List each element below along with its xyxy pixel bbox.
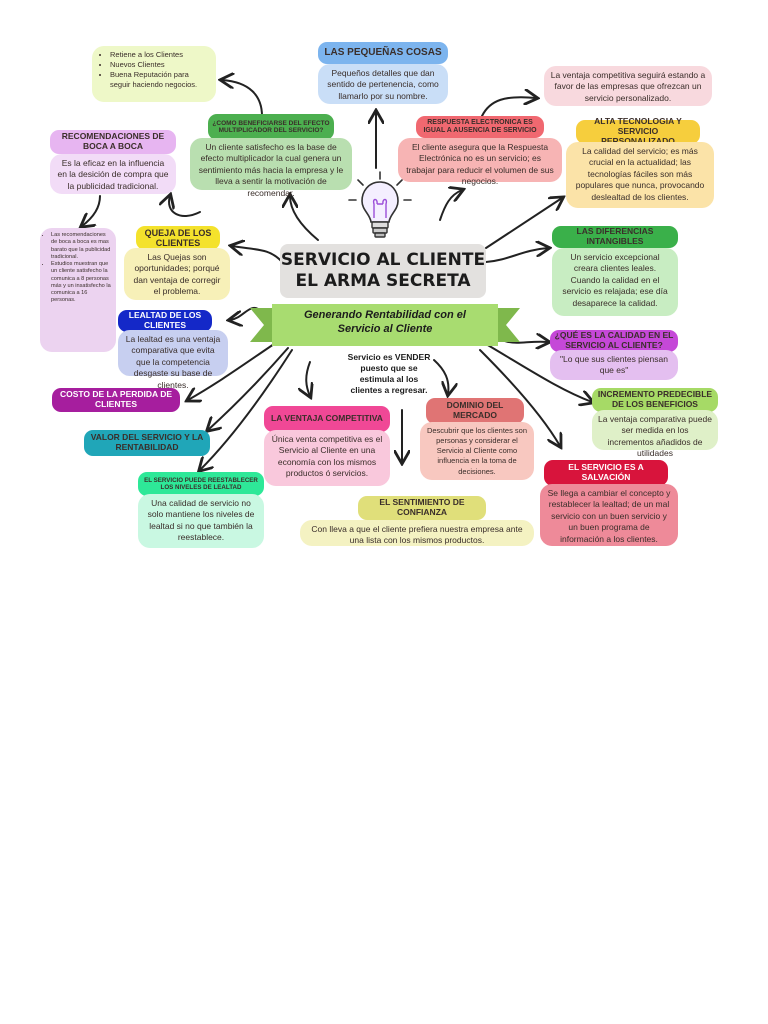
subtitle-line2: Servicio al Cliente (337, 323, 433, 336)
arrow-to-beneficiarse (290, 196, 319, 241)
queja-text: Las Quejas son oportunidades; porqué dan… (124, 248, 230, 300)
sentimiento-text: Con lleva a que el cliente prefiera nues… (300, 520, 534, 546)
dominio-header: DOMINIO DEL MERCADO (426, 398, 524, 424)
side-notes-box: Las recomendaciones de boca a boca es ma… (40, 228, 116, 352)
arrow-to-respuesta (439, 190, 462, 221)
retiene-item: Retiene a los Clientes (110, 50, 210, 60)
alta-tec-text: La calidad del servicio; es más crucial … (566, 142, 714, 208)
side-note-item: Estudios muestran que un cliente satisfe… (51, 261, 113, 305)
retiene-list: Retiene a los Clientes Nuevos Clientes B… (98, 50, 210, 91)
mind-map: SERVICIO AL CLIENTE EL ARMA SECRETA Gene… (0, 0, 768, 600)
retiene-box: Retiene a los Clientes Nuevos Clientes B… (92, 46, 216, 102)
costo-header: COSTO DE LA PERDIDA DE CLIENTES (52, 388, 180, 412)
retiene-item: Nuevos Clientes (110, 60, 210, 70)
salvacion-text: Se llega a cambiar el concepto y restabl… (540, 484, 678, 546)
center-note-line4: clientes a regresar. (350, 385, 428, 396)
respuesta-header: RESPUESTA ELECTRONICA ES IGUAL A AUSENCI… (416, 116, 544, 138)
center-note-line2: puesto que se (360, 363, 418, 374)
side-notes-list: Las recomendaciones de boca a boca es ma… (43, 232, 113, 305)
salvacion-header: EL SERVICIO ES A SALVACIÓN (544, 460, 668, 486)
arrow-to-ventaja-top (481, 97, 536, 117)
subtitle-line1: Generando Rentabilidad con el (304, 309, 466, 321)
main-title-line1: SERVICIO AL CLIENTE (280, 249, 486, 270)
ventaja-comp-text: Única venta competitiva es el Servicio a… (264, 430, 390, 486)
center-note-line3: estimula al los (359, 374, 419, 385)
lightbulb-icon (348, 171, 412, 238)
restablecer-text: Una calidad de servicio no solo mantiene… (138, 494, 264, 548)
lealtad-header: LEALTAD DE LOS CLIENTES (118, 310, 212, 332)
diferencias-header: LAS DIFERENCIAS INTANGIBLES (552, 226, 678, 248)
center-note: Servicio es VENDER puesto que se estimul… (334, 352, 444, 396)
pequenas-header: LAS PEQUEÑAS COSAS (318, 42, 448, 64)
calidad-text: "Lo que sus clientes piensan que es" (550, 350, 678, 380)
arrow-to-incremento (485, 343, 592, 402)
arrow-to-salvacion (479, 349, 560, 446)
dominio-text: Descubrir que los clientes son personas … (420, 422, 534, 480)
ventaja-top-text: La ventaja competitiva seguirá estando a… (544, 66, 712, 106)
side-note-item: Las recomendaciones de boca a boca es ma… (51, 232, 113, 261)
recomendaciones-text: Es la eficaz en la influencia en la desi… (50, 154, 176, 194)
alta-tec-header: ALTA TECNOLOGIA Y SERVICIO PERSONALIZADO (576, 116, 700, 146)
lealtad-text: La lealtad es una ventaja comparativa qu… (118, 330, 228, 390)
arrow-to-recomendaciones (169, 196, 201, 217)
arrow-to-restablecer (200, 349, 293, 470)
queja-header: QUEJA DE LOS CLIENTES (136, 226, 220, 250)
valor-header: VALOR DEL SERVICIO Y LA RENTABILIDAD (84, 430, 210, 456)
arrow-to-costo (188, 339, 281, 400)
arrow-to-dominio (433, 359, 448, 394)
arrow-to-side-notes (82, 195, 101, 226)
arrow-to-diferencias (485, 248, 548, 263)
subtitle-ribbon (250, 304, 520, 346)
beneficiarse-text: Un cliente satisfecho es la base de efec… (190, 138, 352, 198)
respuesta-text: El cliente asegura que la Respuesta Elec… (398, 138, 562, 186)
arrow-to-queja (232, 246, 283, 263)
calidad-header: ¿QUÉ ES LA CALIDAD EN EL SERVICIO AL CLI… (550, 330, 678, 352)
main-title-line2: EL ARMA SECRETA (295, 271, 471, 291)
arrow-to-alta-tec (485, 198, 562, 249)
pequenas-text: Pequeños detalles que dan sentido de per… (318, 64, 448, 104)
arrow-to-ventaja-comp (306, 361, 310, 396)
ventaja-comp-header: LA VENTAJA COMPETITIVA (264, 406, 390, 432)
incremento-text: La ventaja comparativa puede ser medida … (592, 410, 718, 458)
sentimiento-header: EL SENTIMIENTO DE CONFIANZA (358, 496, 486, 520)
arrow-to-retiene (222, 80, 263, 117)
retiene-item: Buena Reputación para seguir haciendo ne… (110, 70, 210, 90)
diferencias-text: Un servicio excepcional creara clientes … (552, 248, 678, 316)
incremento-header: INCREMENTO PREDECIBLE DE LOS BENEFICIOS (592, 388, 718, 412)
main-title: SERVICIO AL CLIENTE EL ARMA SECRETA (280, 244, 486, 298)
subtitle: Generando Rentabilidad con el Servicio a… (280, 308, 490, 337)
beneficiarse-header: ¿COMO BENEFICIARSE DEL EFECTO MULTIPLICA… (208, 114, 334, 140)
center-note-line1: Servicio es VENDER (347, 352, 431, 362)
recomendaciones-header: RECOMENDACIONES DE BOCA A BOCA (50, 130, 176, 154)
arrow-to-valor (208, 347, 289, 430)
restablecer-header: EL SERVICIO PUEDE REESTABLECER LOS NIVEL… (138, 472, 264, 496)
